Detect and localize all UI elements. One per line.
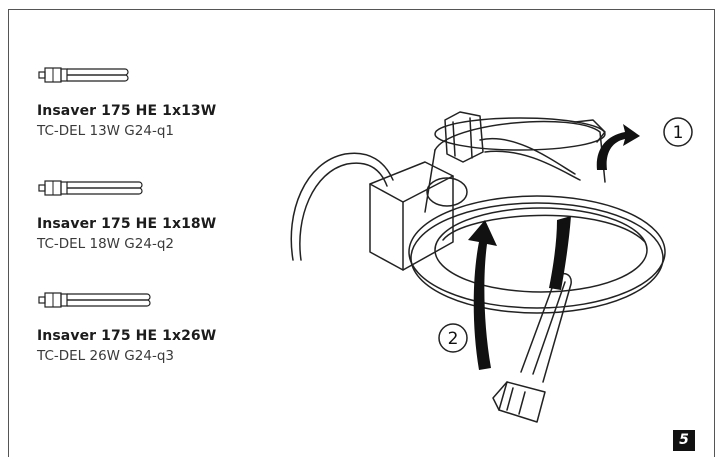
page-frame (8, 9, 715, 457)
lamp-being-inserted (492, 272, 572, 423)
step-callout-2: 2 (438, 323, 468, 353)
trim-ring (408, 195, 666, 309)
page-number-badge: 5 (673, 430, 695, 451)
rotate-arrow-icon (596, 124, 640, 170)
lamp-entry-13w: Insaver 175 HE 1x13W TC-DEL 13W G24-q1 (37, 65, 216, 139)
lamp-name: Insaver 175 HE 1x18W (37, 216, 217, 232)
lamp-spec: TC-DEL 13W G24-q1 (37, 123, 174, 139)
tc-del-lamp-icon (38, 180, 143, 196)
lamp-spec: TC-DEL 18W G24-q2 (37, 236, 174, 252)
recessed-downlight-illustration: 1 2 (290, 111, 693, 423)
rotate-arrow-icon (468, 220, 497, 370)
lamp-entry-18w: Insaver 175 HE 1x18W TC-DEL 18W G24-q2 (37, 178, 216, 252)
lamp-entry-26w: Insaver 175 HE 1x26W TC-DEL 26W G24-q3 (37, 290, 216, 364)
tc-del-lamp-icon (38, 67, 129, 83)
lamp-name: Insaver 175 HE 1x26W (37, 328, 217, 344)
junction-box (369, 161, 454, 271)
spring-clip (444, 111, 484, 163)
step-1-label: 1 (673, 123, 684, 143)
cable (290, 152, 394, 261)
step-2-label: 2 (448, 329, 459, 349)
lamp-name: Insaver 175 HE 1x13W (37, 103, 217, 119)
step-callout-1: 1 (663, 117, 693, 147)
lamp-spec: TC-DEL 26W G24-q3 (37, 348, 174, 364)
housing-can (434, 120, 606, 183)
tc-del-lamp-icon (38, 292, 151, 308)
